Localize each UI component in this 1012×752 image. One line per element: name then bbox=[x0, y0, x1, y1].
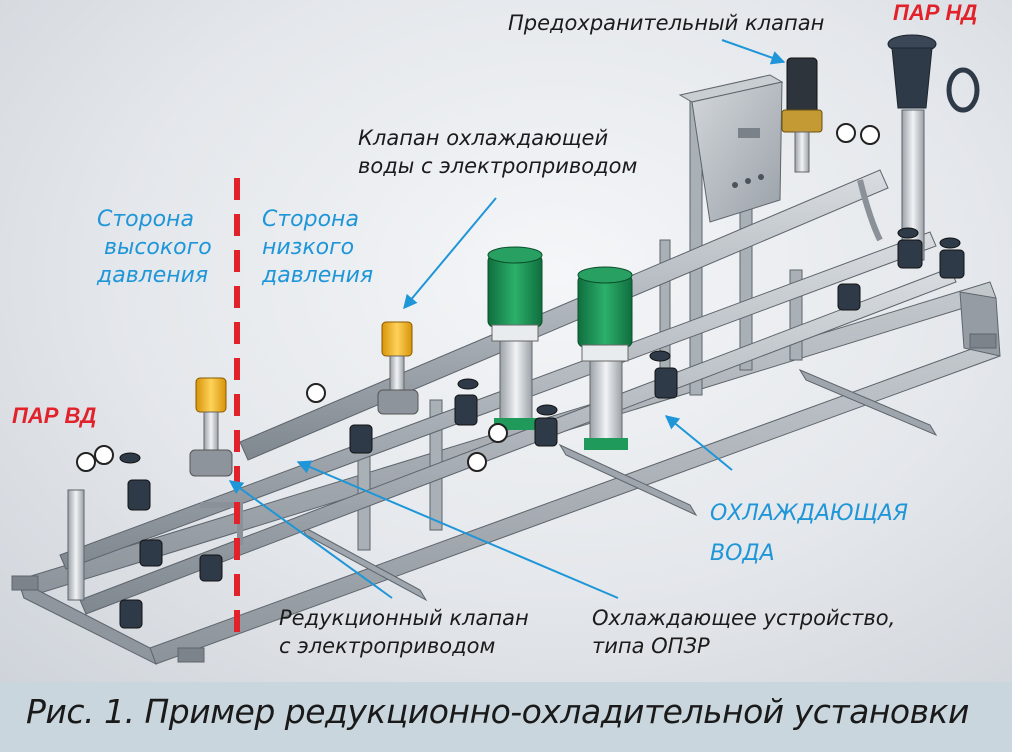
safety-valve bbox=[781, 57, 823, 173]
manual-valves bbox=[119, 227, 965, 629]
label-low-side-line3: давления bbox=[262, 263, 374, 288]
label-reduction-valve-line1: Редукционный клапан bbox=[279, 606, 529, 630]
arrow-reduction-valve bbox=[228, 480, 393, 599]
arrow-cooling-water bbox=[664, 415, 733, 471]
label-cooling-valve-line2: воды с электроприводом bbox=[358, 154, 638, 178]
label-low-side-line2: низкого bbox=[262, 235, 355, 260]
label-high-side-line2: высокого bbox=[104, 235, 212, 260]
label-cooler-line2: типа ОПЗР bbox=[592, 634, 710, 658]
label-cooling-water-line2: ВОДА bbox=[710, 541, 775, 566]
control-cabinet bbox=[678, 74, 784, 223]
label-reduction-valve-line2: с электроприводом bbox=[279, 634, 496, 658]
callout-arrows bbox=[228, 39, 786, 599]
main-pipelines bbox=[59, 109, 957, 615]
cooling-water-valve-actuator bbox=[377, 321, 419, 415]
caption-bar: Рис. 1. Пример редукционно-охладительной… bbox=[0, 682, 1012, 752]
arrow-safety-valve bbox=[721, 39, 786, 65]
label-high-side-line1: Сторона bbox=[97, 207, 194, 232]
label-steam-low: ПАР НД bbox=[893, 0, 978, 25]
outlet-gate-valve bbox=[887, 34, 980, 113]
label-cooling-water-line1: ОХЛАЖДАЮЩАЯ bbox=[710, 501, 909, 526]
label-high-side-line3: давления bbox=[97, 263, 209, 288]
label-steam-high: ПАР ВД bbox=[12, 403, 97, 428]
pump-2 bbox=[577, 266, 633, 450]
label-low-side-line1: Сторона bbox=[262, 207, 359, 232]
label-cooling-valve-line1: Клапан охлаждающей bbox=[358, 126, 609, 150]
pressure-gauges bbox=[76, 123, 880, 472]
reduction-valve-actuator bbox=[189, 377, 233, 477]
installation-illustration bbox=[11, 34, 1001, 666]
arrow-cooler bbox=[296, 460, 619, 599]
label-cooler-line1: Охлаждающее устройство, bbox=[592, 606, 896, 630]
pump-1 bbox=[487, 246, 543, 430]
figure-caption: Рис. 1. Пример редукционно-охладительной… bbox=[26, 692, 969, 731]
arrow-cooling-valve bbox=[403, 197, 497, 310]
label-safety-valve: Предохранительный клапан bbox=[508, 11, 825, 35]
